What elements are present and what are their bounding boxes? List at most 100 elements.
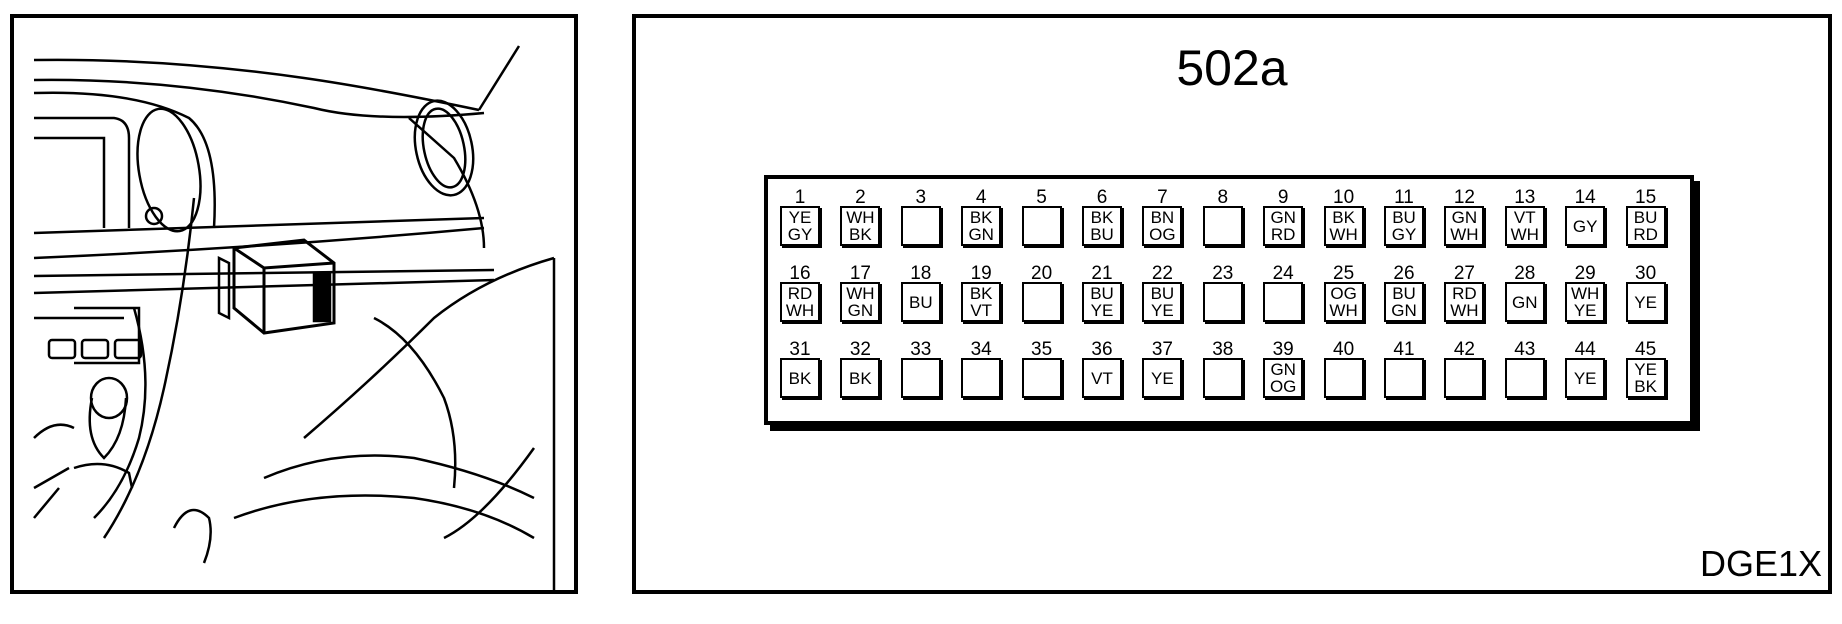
pin-number: 45 (1635, 339, 1657, 360)
wire-color-code: GN (1512, 292, 1538, 312)
pin-number: 44 (1574, 339, 1596, 360)
pin-cavity (1444, 358, 1485, 398)
dashboard-location-icon (33, 45, 556, 590)
wire-color-code: YE (1573, 368, 1597, 388)
wire-color-code: WH (1450, 301, 1479, 320)
pin-cavity: YE (1142, 358, 1183, 398)
pin-cavity (900, 206, 941, 246)
pin-number: 43 (1514, 339, 1536, 360)
pin-number: 2 (855, 187, 866, 208)
wire-color-code: BK (1634, 377, 1657, 396)
pin-number: 33 (910, 339, 932, 360)
pin-number: 21 (1091, 263, 1113, 284)
pin-40: 40 (1320, 339, 1368, 398)
pin-number: 6 (1096, 187, 1108, 208)
wire-color-code: YE (1151, 301, 1174, 320)
wire-color-code: BU (1090, 225, 1114, 244)
pin-cavity (1021, 282, 1062, 322)
pin-number: 29 (1574, 263, 1596, 284)
pin-number: 7 (1157, 187, 1168, 208)
pin-number: 32 (849, 339, 871, 360)
wire-color-code: YE (1573, 301, 1597, 320)
pin-cavity (1202, 282, 1243, 322)
wire-color-code: BK (1332, 208, 1355, 227)
drawing-code: DGE1X (1699, 543, 1822, 584)
wire-color-code: BU (1150, 284, 1175, 303)
wire-color-code: OG (1330, 284, 1357, 303)
pin-cavity (1202, 206, 1243, 246)
pin-cavity: BK (840, 358, 881, 398)
wire-color-code: GN (1270, 360, 1296, 379)
pin-number: 23 (1212, 263, 1234, 284)
pin-5: 5 (1018, 188, 1066, 246)
pin-cavity: GN (1504, 282, 1545, 322)
wire-color-code: RD (1633, 225, 1658, 244)
wire-color-code: WH (846, 284, 875, 303)
pin-number: 8 (1217, 187, 1229, 208)
wire-color-code: BK (849, 225, 872, 244)
pin-number: 40 (1333, 339, 1355, 360)
wire-color-code: WH (1510, 225, 1539, 244)
wire-color-code: GN (847, 301, 874, 320)
pin-number: 19 (970, 263, 992, 284)
wire-color-code: RD (787, 284, 813, 303)
wire-color-code: GY (1391, 225, 1417, 244)
pin-cavity (1021, 358, 1062, 398)
wire-color-code: BU (1090, 284, 1114, 303)
wire-color-code: BK (969, 208, 993, 227)
wire-color-code: GN (1270, 208, 1296, 227)
wire-color-code: RD (1452, 284, 1477, 303)
wire-color-code: RD (1270, 225, 1296, 244)
wire-color-code: YE (1151, 368, 1174, 388)
wire-color-code: VT (970, 301, 993, 320)
wire-color-code: GY (1572, 216, 1598, 236)
wire-color-code: BU (1392, 208, 1416, 227)
wire-color-code: BK (1090, 208, 1114, 227)
pin-number: 42 (1453, 339, 1475, 360)
pin-number: 35 (1031, 339, 1053, 360)
pin-20: 20 (1018, 264, 1066, 322)
connector-title: 502a (1176, 40, 1288, 96)
wire-color-code: YE (1634, 292, 1657, 312)
wire-color-code: BK (788, 368, 812, 388)
wire-color-code: YE (1634, 360, 1657, 379)
wire-color-code: YE (788, 208, 812, 227)
pin-cavity (1504, 358, 1545, 398)
pin-number: 16 (789, 263, 811, 284)
pin-number: 41 (1393, 339, 1415, 360)
wire-color-code: BU (1633, 208, 1658, 227)
pin-cavity (1323, 358, 1364, 398)
pin-34: 34 (957, 340, 1005, 398)
pin-24: 24 (1259, 264, 1307, 322)
wire-color-code: YE (1090, 301, 1114, 320)
